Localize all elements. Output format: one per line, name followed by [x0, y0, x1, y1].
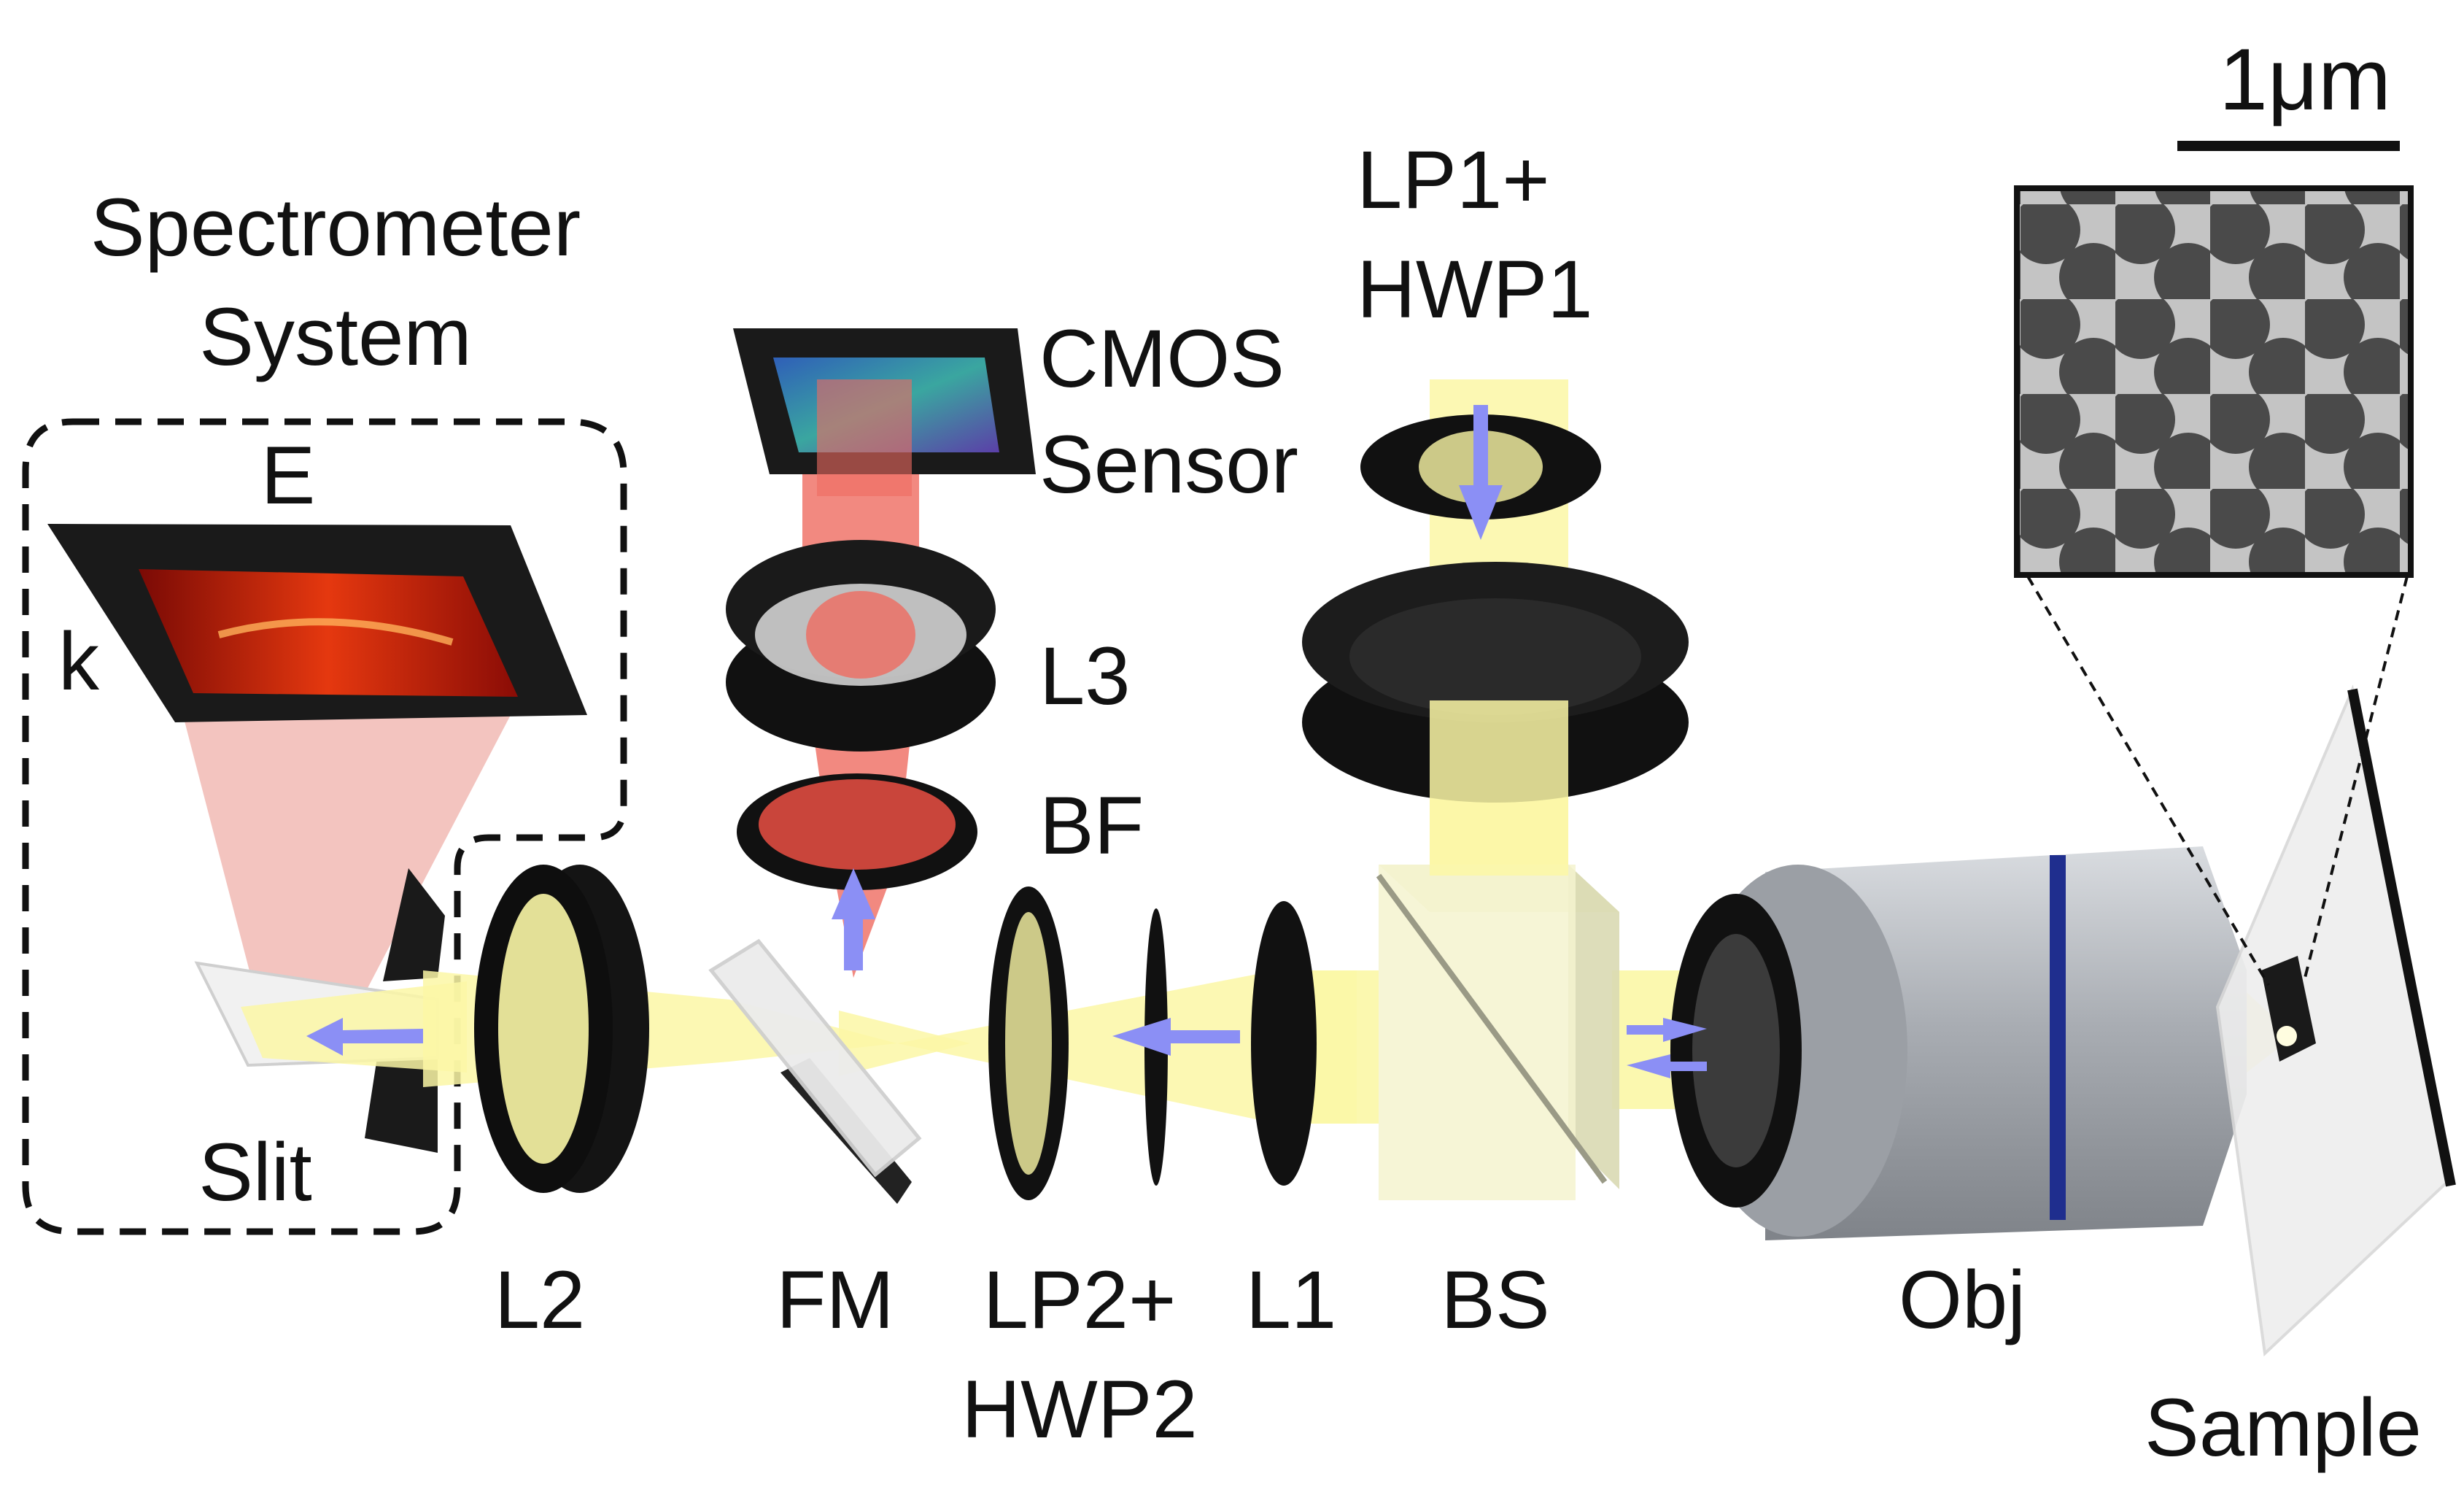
objective-arrow-left — [1627, 1054, 1707, 1078]
spectrometer-signal-cone — [168, 657, 511, 1021]
slit-plate-upper — [383, 868, 445, 981]
label-bs: BS — [1441, 1254, 1549, 1345]
lens-l2-glass — [498, 894, 589, 1164]
sem-inset: 1μm — [2014, 31, 2414, 578]
sample-stage: Sample — [2026, 575, 2456, 1473]
label-scale-bar: 1μm — [2219, 31, 2391, 128]
ccd-camera-chip — [139, 569, 518, 697]
sample-focus-spot — [2277, 1026, 2297, 1046]
microscope-objective: Obj — [1627, 846, 2247, 1345]
slit-arrow — [306, 1018, 423, 1056]
spectrometer-system: Spectrometer System E k Slit — [22, 182, 627, 1235]
lens-l3-beam — [806, 591, 915, 679]
label-lp1-line1: LP1+ — [1357, 134, 1550, 225]
label-spectrometer-line2: System — [199, 291, 471, 382]
sample-slide — [2215, 684, 2449, 1357]
beam-lp2-l1 — [897, 970, 1357, 1124]
label-cmos-line1: CMOS — [1039, 313, 1285, 404]
objective-arrow-right — [1627, 1018, 1707, 1042]
lp1-hwp1-assembly: LP1+ HWP1 — [1302, 134, 1689, 876]
label-l3: L3 — [1039, 630, 1131, 722]
cmos-beam-overlay — [817, 379, 912, 496]
label-cmos-line2: Sensor — [1039, 419, 1298, 510]
label-e-axis: E — [261, 430, 316, 521]
label-lp2-line1: LP2+ — [983, 1254, 1177, 1345]
lens-l2: L2 — [474, 865, 649, 1345]
hwp1-mount-glass — [1349, 598, 1641, 715]
sample-slide-edge — [2347, 688, 2456, 1187]
filter-bf-glass — [759, 779, 956, 870]
slit-beam — [241, 981, 467, 1073]
lp2-arrow — [1112, 1018, 1240, 1056]
label-fm: FM — [776, 1254, 894, 1345]
beam-splitter-bs: BS — [1376, 865, 1619, 1345]
lens-l1: L1 — [1246, 901, 1337, 1345]
label-lp1-line2: HWP1 — [1357, 244, 1593, 335]
label-l1: L1 — [1246, 1254, 1337, 1345]
bs-diagonal — [1376, 873, 1608, 1184]
lens-l1-body — [1251, 901, 1317, 1186]
lp1-arrow — [1459, 405, 1503, 540]
label-slit: Slit — [198, 1127, 312, 1218]
sample-chip — [2261, 956, 2316, 1062]
lp2-polarizer-inner — [1005, 912, 1052, 1175]
label-bf: BF — [1039, 780, 1144, 871]
bs-right-face — [1568, 865, 1619, 1189]
cmos-arrow — [832, 868, 875, 970]
zoom-line-left — [2026, 575, 2270, 986]
cmos-imaging-column: CMOS Sensor L3 BF — [726, 313, 1298, 978]
label-spectrometer-line1: Spectrometer — [90, 182, 581, 273]
lp2-hwp2-assembly: LP2+ HWP2 — [961, 886, 1240, 1455]
label-lp2-line2: HWP2 — [961, 1364, 1198, 1455]
label-l2: L2 — [495, 1254, 586, 1345]
label-obj: Obj — [1899, 1254, 2026, 1345]
flip-mirror-fm: FM — [708, 938, 922, 1345]
ccd-dispersion-streak — [217, 618, 454, 646]
hwp1-beam-segment — [1430, 700, 1568, 876]
sem-image — [2014, 185, 2414, 578]
label-k-axis: k — [58, 616, 100, 707]
label-sample: Sample — [2145, 1382, 2422, 1473]
fm-mirror-glass — [708, 938, 922, 1178]
objective-rear-aperture — [1692, 934, 1780, 1167]
objective-ring — [2050, 855, 2066, 1220]
